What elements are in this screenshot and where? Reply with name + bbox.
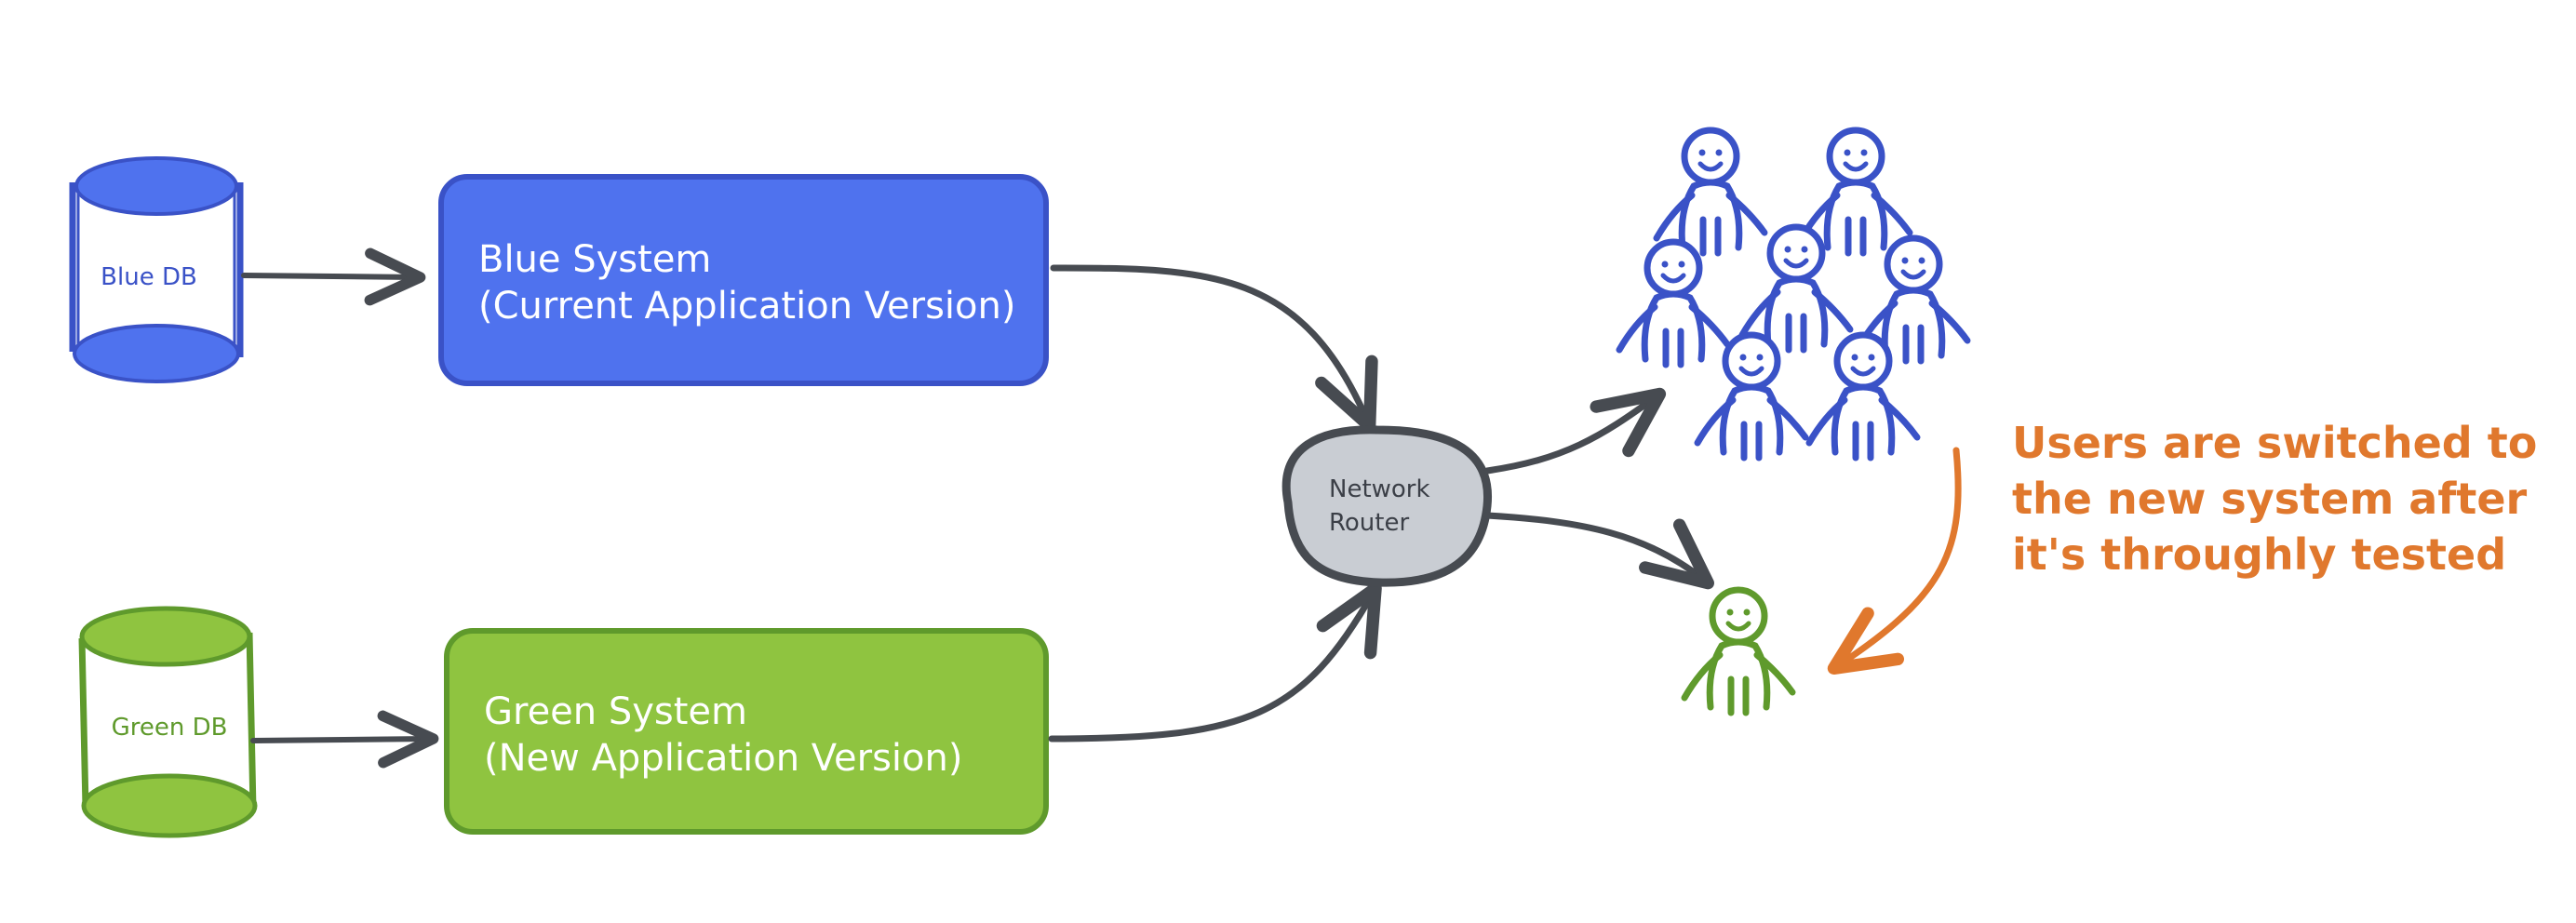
- green-db: Green DB: [78, 606, 258, 838]
- blue-db: Blue DB: [69, 156, 244, 383]
- router-label-line1: Network: [1329, 475, 1430, 503]
- router-label-line2: Router: [1329, 509, 1409, 537]
- green-db-to-system-arrow: [250, 710, 439, 769]
- blue-db-to-system-arrow: [241, 247, 426, 306]
- user-icon: [1809, 335, 1917, 458]
- user-icon: [1697, 335, 1805, 458]
- green-system-to-router-arrow: [1048, 582, 1382, 742]
- note-line3: it's throughly tested: [2012, 529, 2506, 580]
- blue-system-title: Blue System: [478, 238, 711, 281]
- blue-system-box: Blue System (Current Application Version…: [438, 174, 1049, 386]
- green-db-label: Green DB: [112, 714, 228, 742]
- network-router: Network Router: [1281, 425, 1493, 587]
- green-user: [1684, 590, 1792, 713]
- switch-note: Users are switched to the new system aft…: [2012, 418, 2537, 580]
- note-line1: Users are switched to: [2012, 418, 2537, 468]
- user-icon: [1619, 242, 1727, 365]
- router-to-blue-users-arrow: [1483, 387, 1667, 475]
- blue-users-group: [1619, 130, 1967, 458]
- note-line2: the new system after: [2012, 474, 2528, 524]
- user-icon: [1742, 227, 1850, 350]
- switch-note-arrow: [1827, 447, 1962, 676]
- green-system-box: Green System (New Application Version): [444, 628, 1049, 835]
- user-icon: [1657, 130, 1764, 253]
- green-system-title: Green System: [484, 690, 747, 733]
- router-to-green-user-arrow: [1483, 512, 1714, 590]
- blue-system-to-router-arrow: [1050, 264, 1378, 433]
- user-icon: [1684, 590, 1792, 713]
- blue-db-label: Blue DB: [101, 263, 197, 291]
- blue-system-subtitle: (Current Application Version): [478, 285, 1015, 328]
- green-system-subtitle: (New Application Version): [484, 737, 962, 780]
